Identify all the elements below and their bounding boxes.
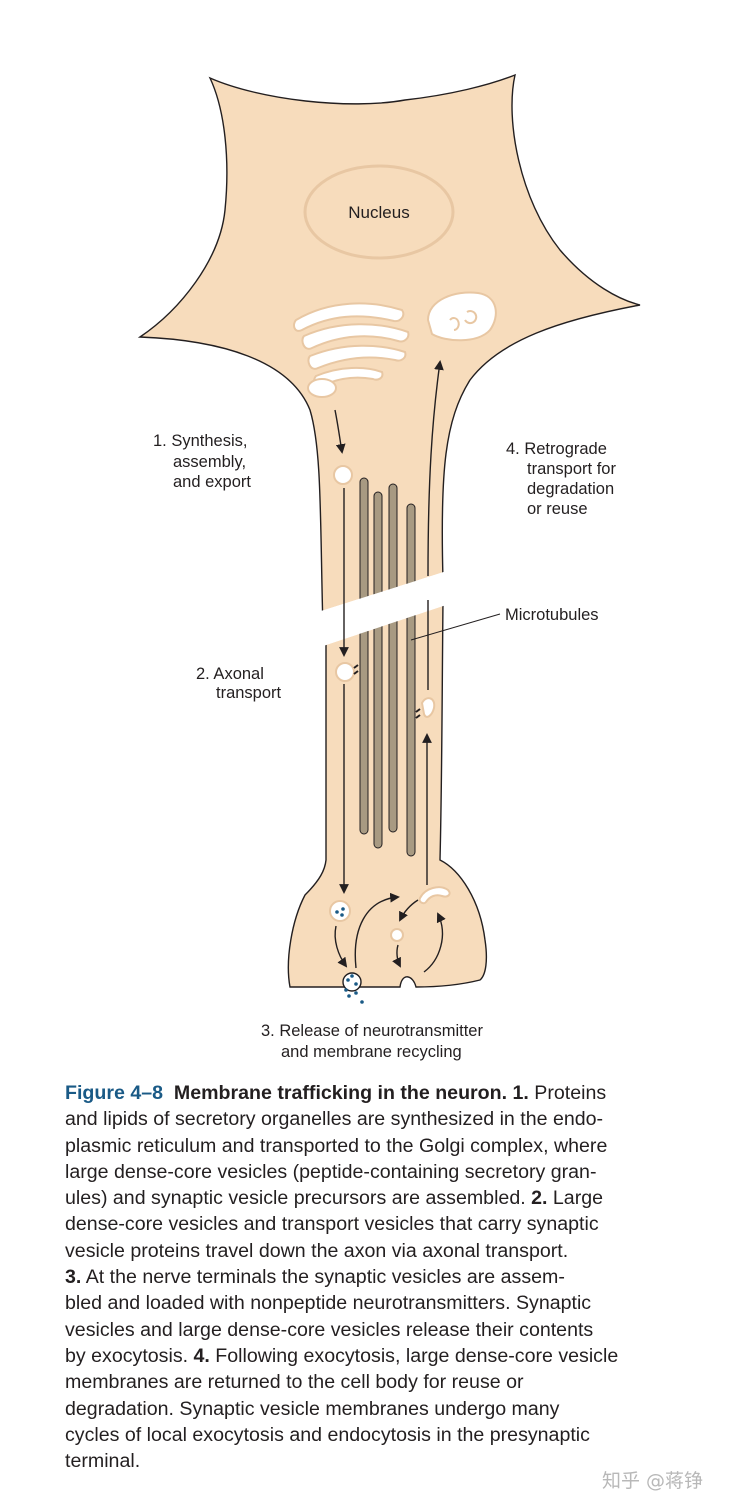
label-synthesis-line-3: and export xyxy=(173,473,251,491)
figure-caption: Figure 4–8 Membrane trafficking in the n… xyxy=(65,1080,705,1474)
vesicle-retrograde xyxy=(420,697,436,718)
released-transmitter xyxy=(350,974,354,978)
step-number: 1. xyxy=(512,1082,529,1104)
nucleus-label: Nucleus xyxy=(348,203,409,222)
released-transmitter xyxy=(346,978,350,982)
caption-line: cycles of local exocytosis and endocytos… xyxy=(65,1423,590,1446)
released-transmitter xyxy=(360,1000,364,1004)
vesicle-exocytosis xyxy=(342,972,362,992)
golgi-complex xyxy=(293,302,410,398)
caption-text: by exocytosis. xyxy=(65,1344,194,1367)
transmitter-dot xyxy=(340,913,344,917)
label-release: 3. Release of neurotransmitter and membr… xyxy=(261,1022,483,1061)
label-retrograde-line-3: degradation xyxy=(527,480,614,498)
caption-line: ules) and synaptic vesicle precursors ar… xyxy=(65,1185,705,1211)
arrow-recycle-down xyxy=(392,944,401,968)
released-transmitter xyxy=(354,982,358,986)
vesicle-loaded xyxy=(329,900,351,922)
label-synthesis-line-2: assembly, xyxy=(173,453,246,471)
caption-line: plasmic reticulum and transported to the… xyxy=(65,1134,608,1157)
motor-protein-anterograde xyxy=(353,664,359,675)
caption-line: and lipids of secretory organelles are s… xyxy=(65,1108,604,1131)
caption-line: vesicle proteins travel down the axon vi… xyxy=(65,1239,569,1262)
neuron-axon-lower xyxy=(287,599,488,988)
step-number: 3. xyxy=(65,1266,82,1289)
microtubules xyxy=(359,477,416,857)
label-axonal-line-1: 2. Axonal xyxy=(196,665,264,683)
caption-line: vesicles and large dense-core vesicles r… xyxy=(65,1318,594,1341)
neuron-membrane-trafficking-diagram: Nucleus xyxy=(137,73,641,1061)
caption-line: 3. At the nerve terminals the synaptic v… xyxy=(65,1264,705,1290)
label-retrograde-line-1: 4. Retrograde xyxy=(506,440,607,458)
arrow-endocytosis xyxy=(423,912,446,973)
caption-text: Following exocytosis, large dense-core v… xyxy=(209,1344,619,1367)
caption-line: dense-core vesicles and transport vesicl… xyxy=(65,1213,599,1236)
microtubule-1 xyxy=(359,477,369,835)
caption-line: large dense-core vesicles (peptide-conta… xyxy=(65,1160,597,1183)
watermark: 知乎 @蒋铮 xyxy=(602,1470,704,1492)
figure-number: Figure 4–8 xyxy=(65,1082,164,1104)
label-axonal: 2. Axonal transport xyxy=(196,665,282,702)
membrane-endocytosed xyxy=(418,886,451,905)
step-number: 2. xyxy=(531,1187,548,1210)
arrow-retrograde-upper xyxy=(427,360,444,577)
label-synthesis-line-1: 1. Synthesis, xyxy=(153,432,247,450)
vesicle-axonal-transport xyxy=(335,662,355,682)
label-synthesis: 1. Synthesis, assembly, and export xyxy=(153,432,251,491)
released-transmitter xyxy=(347,994,351,998)
caption-text: Proteins xyxy=(528,1082,607,1104)
vesicle-export xyxy=(333,465,353,485)
arrow-recycle-to-vesicle xyxy=(399,899,419,922)
transmitter-dot xyxy=(341,907,345,911)
caption-line: degradation. Synaptic vesicle membranes … xyxy=(65,1397,560,1420)
vesicle-recycling xyxy=(390,928,404,942)
label-retrograde-line-2: transport for xyxy=(527,460,616,478)
released-transmitter xyxy=(354,991,358,995)
caption-line: by exocytosis. 4. Following exocytosis, … xyxy=(65,1343,705,1369)
caption-line: bled and loaded with nonpeptide neurotra… xyxy=(65,1292,592,1315)
step-number: 4. xyxy=(193,1344,210,1367)
label-release-line-2: and membrane recycling xyxy=(281,1043,462,1061)
label-microtubules: Microtubules xyxy=(505,606,599,624)
caption-text: At the nerve terminals the synaptic vesi… xyxy=(81,1266,565,1289)
caption-line: terminal. xyxy=(65,1450,141,1473)
caption-line: membranes are returned to the cell body … xyxy=(65,1371,524,1394)
microtubule-4 xyxy=(406,503,416,857)
label-axonal-line-2: transport xyxy=(216,684,282,702)
caption-line: Figure 4–8 Membrane trafficking in the n… xyxy=(65,1080,705,1106)
arrow-recycle-up xyxy=(354,892,400,969)
caption-text: Large xyxy=(547,1187,604,1210)
label-release-line-1: 3. Release of neurotransmitter xyxy=(261,1022,483,1040)
motor-protein-retrograde xyxy=(415,708,421,719)
transmitter-dot xyxy=(335,910,339,914)
figure-title: Membrane trafficking in the neuron. xyxy=(173,1082,508,1104)
microtubule-2 xyxy=(373,491,383,849)
label-retrograde: 4. Retrograde transport for degradation … xyxy=(506,440,616,518)
label-retrograde-line-4: or reuse xyxy=(527,500,588,518)
arrow-to-release xyxy=(334,925,348,968)
nucleus xyxy=(303,164,455,260)
lysosome xyxy=(426,291,497,342)
cut-edge-upper xyxy=(321,579,447,623)
released-transmitter xyxy=(344,988,348,992)
microtubules-leader xyxy=(410,613,501,641)
microtubule-3 xyxy=(388,483,398,833)
caption-text: ules) and synaptic vesicle precursors ar… xyxy=(65,1187,532,1210)
arrow-golgi-to-vesicle xyxy=(334,409,346,454)
